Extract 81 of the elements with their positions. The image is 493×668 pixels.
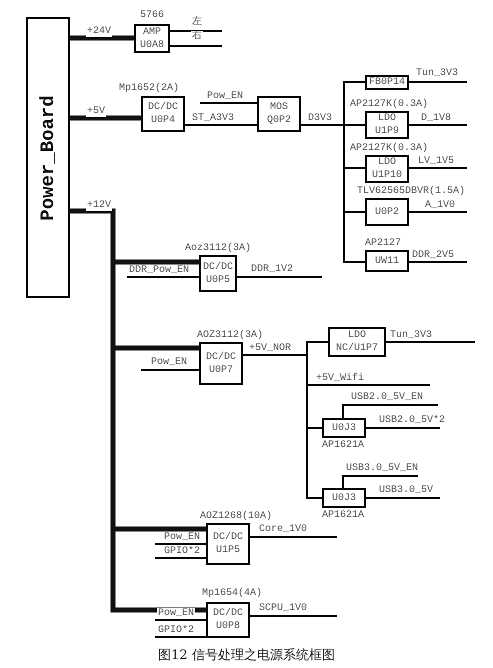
part-number: AP2127K(0.3A) (350, 99, 428, 110)
chip-designator: LDO U1P9 (374, 112, 400, 138)
part-number: AOZ1268(10A) (200, 511, 272, 522)
signal-line (250, 536, 337, 538)
signal-line (342, 404, 438, 418)
signal-line (170, 45, 222, 47)
net-label: +5V_Wifi (315, 373, 366, 384)
net-label: A_1V0 (424, 200, 456, 211)
signal-line (185, 124, 257, 126)
net-label: SCPU_1V0 (258, 603, 308, 614)
signal-line (366, 427, 440, 429)
net-label: USB3.0_5V (378, 485, 434, 496)
net-label: USB3.0_5V_EN (345, 463, 420, 474)
net-label: 右 (191, 31, 203, 42)
part-number: 5766 (140, 10, 164, 21)
chip-designator: AMP U0A8 (138, 26, 165, 52)
chip-designator: DC/DC U0P5 (202, 260, 234, 286)
part-number: AP1621A (322, 510, 364, 521)
chip-designator: FB0P14 (368, 76, 405, 89)
part-number: Mp1654(4A) (202, 588, 262, 599)
power-rail (70, 116, 141, 120)
chip-designator: UW11 (374, 254, 399, 268)
signal-line (200, 102, 257, 104)
signal-line (141, 369, 199, 371)
net-label: DDR_2V5 (411, 250, 456, 261)
part-number: TLV62565DBVR(1.5A) (357, 186, 466, 197)
signal-line (155, 619, 206, 621)
signal-line (409, 211, 467, 213)
net-label: Pow_EN (163, 532, 202, 543)
net-label: +24V (86, 26, 112, 37)
part-number: Mp1652(2A) (119, 83, 180, 94)
net-label: +5V_NOR (248, 343, 292, 354)
board-label: Power_Board (37, 94, 59, 220)
net-label: +12V (86, 200, 112, 211)
net-label: Tun_3V3 (415, 68, 460, 79)
net-label: ST_A3V3 (191, 113, 236, 124)
net-label: Pow_EN (206, 91, 244, 102)
chip-designator: LDO U1P10 (370, 156, 403, 182)
chip-designator: U0P2 (374, 206, 399, 218)
chip-designator: U0J3 (332, 492, 356, 504)
power-rail (70, 36, 134, 40)
net-label: Pow_EN (157, 608, 196, 619)
signal-line (366, 497, 440, 499)
part-number: AOZ3112(3A) (197, 330, 264, 341)
signal-line (386, 341, 475, 343)
signal-line (409, 167, 467, 169)
net-label: USB2.0_5V_EN (350, 392, 424, 403)
part-number: Aoz3112(3A) (185, 243, 252, 254)
signal-line (250, 615, 337, 617)
net-label: D_1V8 (420, 113, 452, 124)
chip-designator: LDO NC/U1P7 (334, 329, 379, 355)
signal-line (155, 557, 206, 559)
chip-designator: DC/DC U0P8 (212, 607, 244, 633)
net-label: +5V (86, 106, 106, 117)
chip-designator: MOS Q0P2 (266, 101, 292, 127)
part-number: AP2127K(0.3A) (350, 143, 428, 154)
chip-designator: DC/DC U1P5 (212, 531, 244, 557)
signal-line (237, 276, 322, 278)
net-label: DDR_Pow_EN (128, 265, 190, 276)
net-label: Core_1V0 (258, 524, 308, 535)
net-label: USB2.0_5V*2 (378, 415, 446, 426)
signal-line (155, 636, 206, 638)
part-number: AP2127 (365, 238, 402, 249)
figure-caption: 图12 信号处理之电源系统框图 (157, 647, 336, 664)
chip-designator: DC/DC U0P7 (204, 350, 237, 376)
net-label: Pow_EN (150, 357, 188, 368)
signal-line (127, 276, 199, 278)
signal-line (409, 124, 467, 126)
signal-line (342, 475, 418, 488)
part-number: AP1621A (322, 440, 364, 451)
net-label: LV_1V5 (417, 156, 456, 167)
signal-line (409, 261, 467, 263)
signal-line (409, 81, 467, 83)
net-label: Tun_3V3 (389, 330, 434, 341)
chip-designator: DC/DC U0P4 (146, 101, 179, 127)
power-board-box (26, 17, 70, 298)
net-label: 左 (191, 17, 203, 28)
signal-line (155, 543, 206, 545)
chip-designator: U0J3 (332, 422, 356, 434)
net-label: DDR_1V2 (250, 264, 294, 275)
signal-line (170, 30, 222, 32)
